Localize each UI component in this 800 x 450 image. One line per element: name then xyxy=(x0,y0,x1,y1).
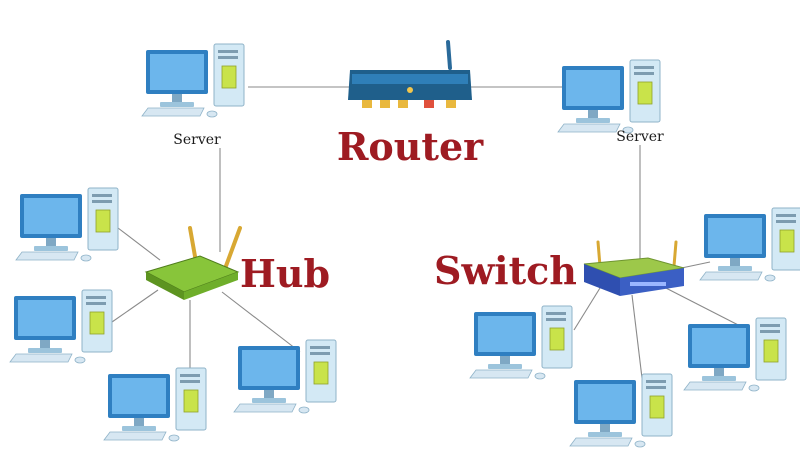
computer-icon-switch-4 xyxy=(699,207,800,282)
computer-icon-hub-3 xyxy=(103,367,207,442)
hub-icon xyxy=(144,226,242,300)
computer-icon-hub-1 xyxy=(15,187,119,262)
link-hub-pc1 xyxy=(117,227,161,261)
switch-icon xyxy=(583,240,685,296)
server-label-left: Server xyxy=(173,132,221,148)
server-label-right: Server xyxy=(616,129,664,145)
computer-icon-hub-2 xyxy=(9,289,113,364)
link-switch-pc3 xyxy=(659,284,749,331)
computer-icon-hub-4 xyxy=(233,339,337,414)
computer-icon-switch-2 xyxy=(569,373,673,448)
link-hub-pc4 xyxy=(221,291,301,353)
switch-label: Switch xyxy=(434,248,577,293)
link-hub-pc2 xyxy=(111,289,159,323)
link-switch-pc2 xyxy=(631,294,643,379)
link-switch-pc1 xyxy=(573,287,601,331)
hub-label: Hub xyxy=(240,251,330,296)
computer-icon-server-right xyxy=(557,59,661,134)
computer-icon-switch-3 xyxy=(683,317,787,392)
router-label: Router xyxy=(337,124,484,169)
computer-icon-server-left xyxy=(141,43,245,118)
computer-icon-switch-1 xyxy=(469,305,573,380)
router-icon xyxy=(348,40,472,108)
